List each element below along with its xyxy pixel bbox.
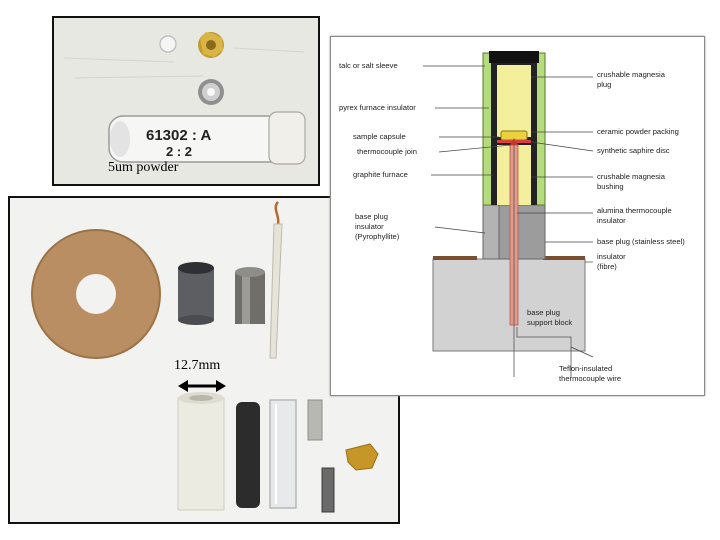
steel-cylinder <box>235 267 265 324</box>
base-plug-insulator <box>482 204 500 260</box>
label-base-plug: base plug <box>355 212 388 221</box>
label-sapphire-disc: synthetic saphire disc <box>597 146 670 155</box>
silver-capsule <box>198 79 224 105</box>
label-base-plug-steel: base plug (stainless steel) <box>597 237 685 246</box>
label-alumina-1: alumina thermocouple <box>597 206 672 215</box>
label-magnesia-plug-2: plug <box>597 80 611 89</box>
label-alumina-2: insulator <box>597 216 626 225</box>
label-magnesia-bushing-2: bushing <box>597 182 624 191</box>
label-sample-capsule: sample capsule <box>353 132 406 141</box>
graphite-furnace-tube <box>236 402 260 508</box>
vial-label-line1: 61302 : A <box>146 127 211 144</box>
gold-foil <box>345 443 379 471</box>
magnesia-plug <box>497 65 531 137</box>
thermocouple-rod <box>269 201 283 359</box>
piston-cylinder-diagram: talc or salt sleeve pyrex furnace insula… <box>330 36 705 396</box>
label-fibre-insulator-2: (fibre) <box>597 262 617 271</box>
vial-label-line2: 2 : 2 <box>166 144 192 159</box>
label-support-block-2: support block <box>527 318 572 327</box>
label-graphite-furnace: graphite furnace <box>353 170 408 179</box>
label-talc-sleeve: talc or salt sleeve <box>339 61 398 70</box>
glass-vial: 61302 : A 2 : 2 <box>108 111 306 165</box>
sapphire-disc <box>159 35 177 53</box>
label-fibre-insulator-1: insulator <box>597 252 626 261</box>
label-pyrex-insulator: pyrex furnace insulator <box>339 103 416 112</box>
label-teflon-wire-1: Teflon-insulated <box>559 364 612 373</box>
dimension-caption: 12.7mm <box>174 358 221 373</box>
label-teflon-wire-2: thermocouple wire <box>559 374 621 383</box>
talc-piece <box>307 399 323 441</box>
gold-capsule <box>198 32 224 58</box>
label-magnesia-plug-1: crushable magnesia <box>597 70 666 79</box>
dimension-arrow <box>178 380 226 392</box>
capsule-photo: 61302 : A 2 : 2 <box>52 16 320 186</box>
powder-caption: 5um powder <box>108 160 179 175</box>
graphite-cylinder <box>178 262 214 325</box>
label-support-block-1: base plug <box>527 308 560 317</box>
pyrex-tube <box>269 399 297 509</box>
label-pyrophyllite: (Pyrophyllite) <box>355 232 400 241</box>
pyrophyllite-sleeve <box>177 392 225 511</box>
cardboard-washer <box>31 229 161 359</box>
base-support-block <box>432 258 586 352</box>
label-ceramic-packing: ceramic powder packing <box>597 127 679 136</box>
magnesia-piece <box>321 467 335 513</box>
label-thermocouple-join: thermocouple join <box>357 147 417 156</box>
label-insulator: insulator <box>355 222 384 231</box>
label-magnesia-bushing-1: crushable magnesia <box>597 172 666 181</box>
